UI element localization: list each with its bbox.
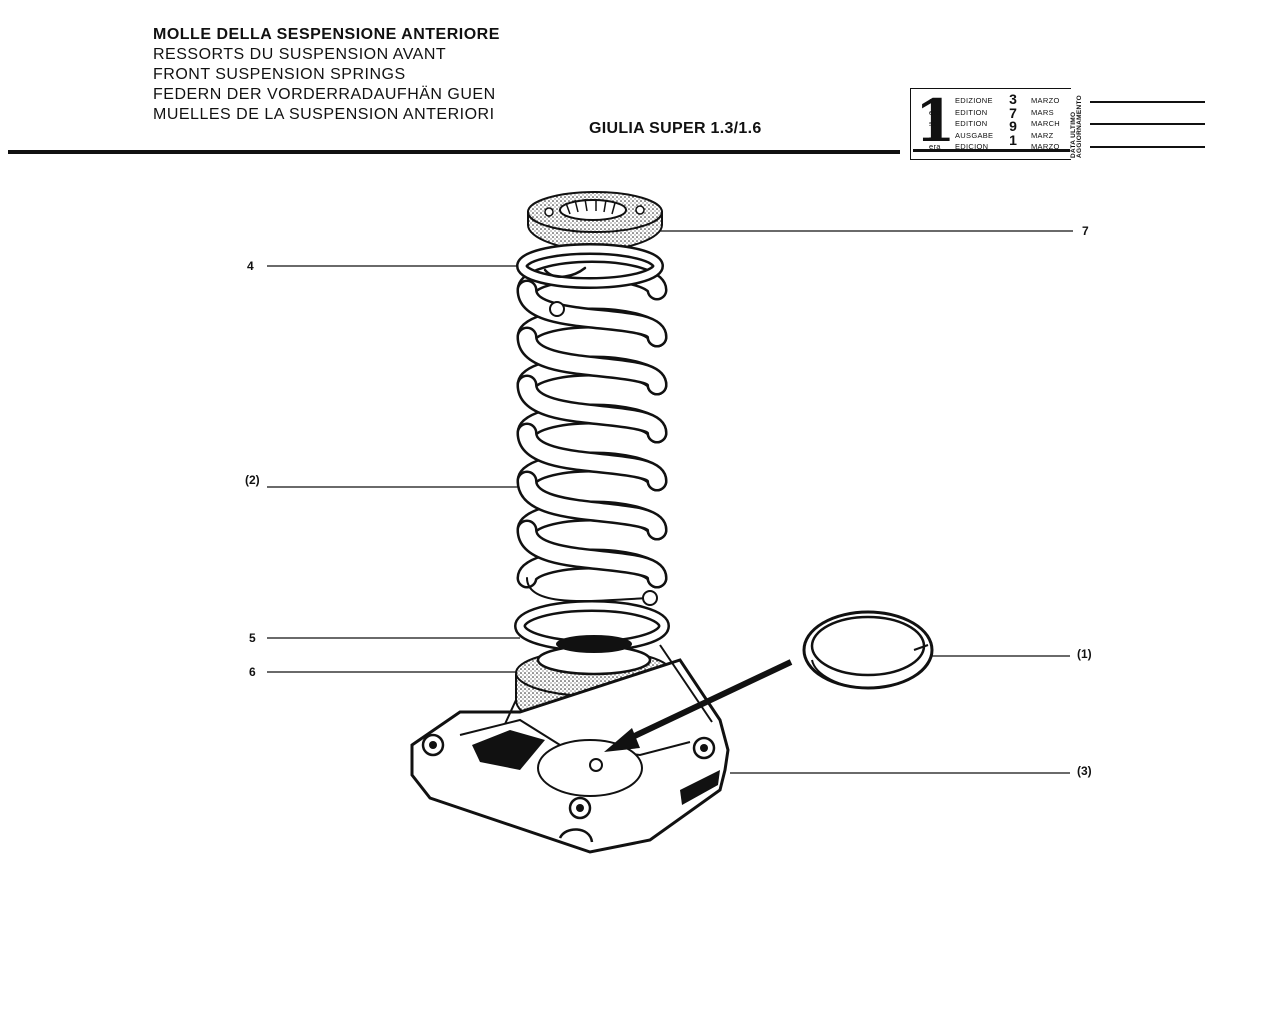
edition-word: EDITION [955, 119, 988, 128]
edition-month: MARZ [1031, 130, 1054, 140]
title-french: RESSORTS DU SUSPENSION AVANT [153, 46, 447, 63]
update-blank-line [1090, 146, 1205, 148]
edition-number: 1 [915, 87, 956, 155]
edition-words: EDIZIONE EDITION EDITION AUSGABE EDICION [955, 95, 993, 153]
header-rule [8, 150, 900, 154]
edition-word: EDICION [955, 142, 989, 151]
year-digit: 3 [1009, 91, 1017, 107]
title-block: MOLLE DELLA SESPENSIONE ANTERIORE RESSOR… [153, 25, 500, 125]
edition-box: 1 a ere st . era EDIZIONE EDITION EDITIO… [910, 88, 1071, 160]
callout-7: 7 [1082, 224, 1089, 238]
superscript: st [929, 119, 936, 128]
callout-4: 4 [247, 259, 254, 273]
callout-1: (1) [1077, 647, 1092, 661]
edition-box-underline [913, 149, 1070, 152]
model-name: GIULIA SUPER 1.3/1.6 [589, 120, 762, 137]
year-digit: 7 [1009, 104, 1017, 121]
year-digit: 9 [1009, 118, 1017, 134]
title-italian: MOLLE DELLA SESPENSIONE ANTERIORE [153, 26, 500, 43]
update-blank-line [1090, 123, 1205, 125]
title-german: FEDERN DER VORDERRADAUFHÄN GUEN [153, 86, 496, 103]
callout-3: (3) [1077, 764, 1092, 778]
arrow-icon [604, 659, 793, 752]
edition-superscripts: a ere st . era [929, 95, 941, 153]
edition-word: EDIZIONE [955, 96, 993, 105]
edition-month: MARS [1031, 107, 1054, 117]
superscript: era [929, 142, 941, 151]
coil-spring [514, 243, 670, 652]
edition-month: MARZO [1031, 142, 1060, 151]
superscript: ere [929, 107, 941, 117]
edition-word: EDITION [955, 107, 988, 117]
edition-month: MARCH [1031, 119, 1060, 128]
edition-months: MARZO MARS MARCH MARZ MARZO [1031, 95, 1060, 153]
leader-lines [267, 230, 1073, 774]
edition-word: AUSGABE [955, 130, 994, 140]
title-english: FRONT SUSPENSION SPRINGS [153, 66, 406, 83]
superscript: a [929, 96, 934, 105]
title-spanish: MUELLES DE LA SUSPENSION ANTERIORI [153, 106, 495, 123]
edition-month: MARZO [1031, 96, 1060, 105]
superscript: . [929, 130, 932, 140]
mounting-plate [410, 644, 730, 854]
callout-6: 6 [249, 665, 256, 679]
edition-year: 3 7 9 1 [1003, 91, 1023, 148]
spacer-ring [802, 610, 934, 690]
callout-2: (2) [245, 473, 260, 487]
upper-rubber-mount [527, 191, 663, 252]
year-digit: 1 [1009, 131, 1017, 148]
update-blank-line [1090, 101, 1205, 103]
callout-5: 5 [249, 631, 256, 645]
